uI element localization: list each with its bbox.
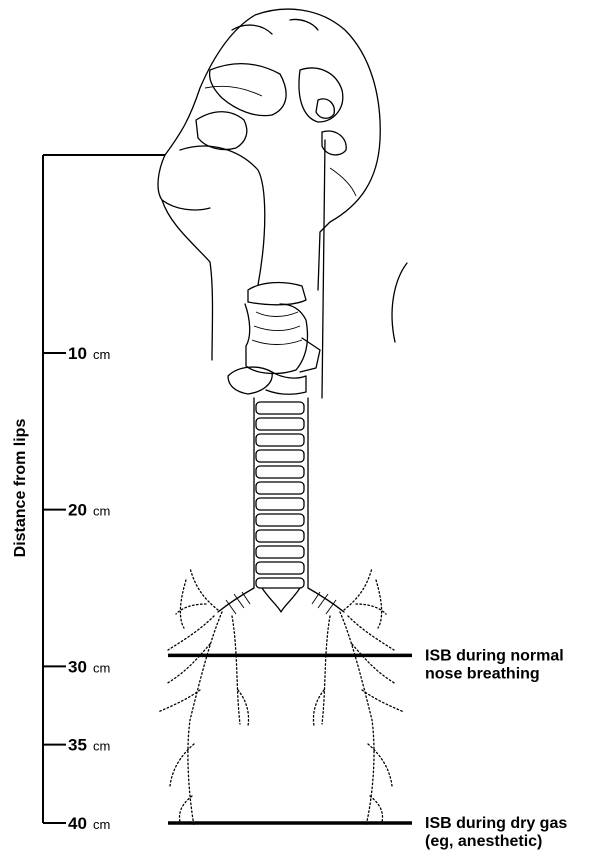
isb-normal-label-line2: nose breathing bbox=[425, 665, 540, 682]
scale-tick-unit-35: cm bbox=[93, 739, 110, 754]
larynx bbox=[228, 283, 320, 395]
axis-title: Distance from lips bbox=[12, 419, 29, 558]
head-outline bbox=[158, 9, 407, 360]
isb-dry-label-line2: (eg, anesthetic) bbox=[425, 833, 542, 850]
scale-tick-label-40: 40 bbox=[68, 814, 87, 833]
scale-tick-unit-20: cm bbox=[93, 504, 110, 519]
scale-tick-unit-10: cm bbox=[93, 347, 110, 362]
isb-dry-label-line1: ISB during dry gas bbox=[425, 815, 567, 832]
scale-tick-label-35: 35 bbox=[68, 736, 87, 755]
scale-tick-label-30: 30 bbox=[68, 657, 87, 676]
isb-normal-label-line1: ISB during normal bbox=[425, 647, 564, 664]
scale-ticks: 10 cm 20 cm 30 cm 35 cm 40 cm bbox=[43, 344, 110, 833]
isb-marker-normal: ISB during normal nose breathing bbox=[168, 647, 564, 682]
scale-tick-label-20: 20 bbox=[68, 501, 87, 520]
scale-tick-label-10: 10 bbox=[68, 344, 87, 363]
scale-tick-unit-40: cm bbox=[93, 817, 110, 832]
bronchial-tree bbox=[158, 568, 404, 826]
distance-scale: 10 cm 20 cm 30 cm 35 cm 40 cm Distance from lips bbox=[12, 155, 165, 833]
scale-tick-unit-30: cm bbox=[93, 660, 110, 675]
